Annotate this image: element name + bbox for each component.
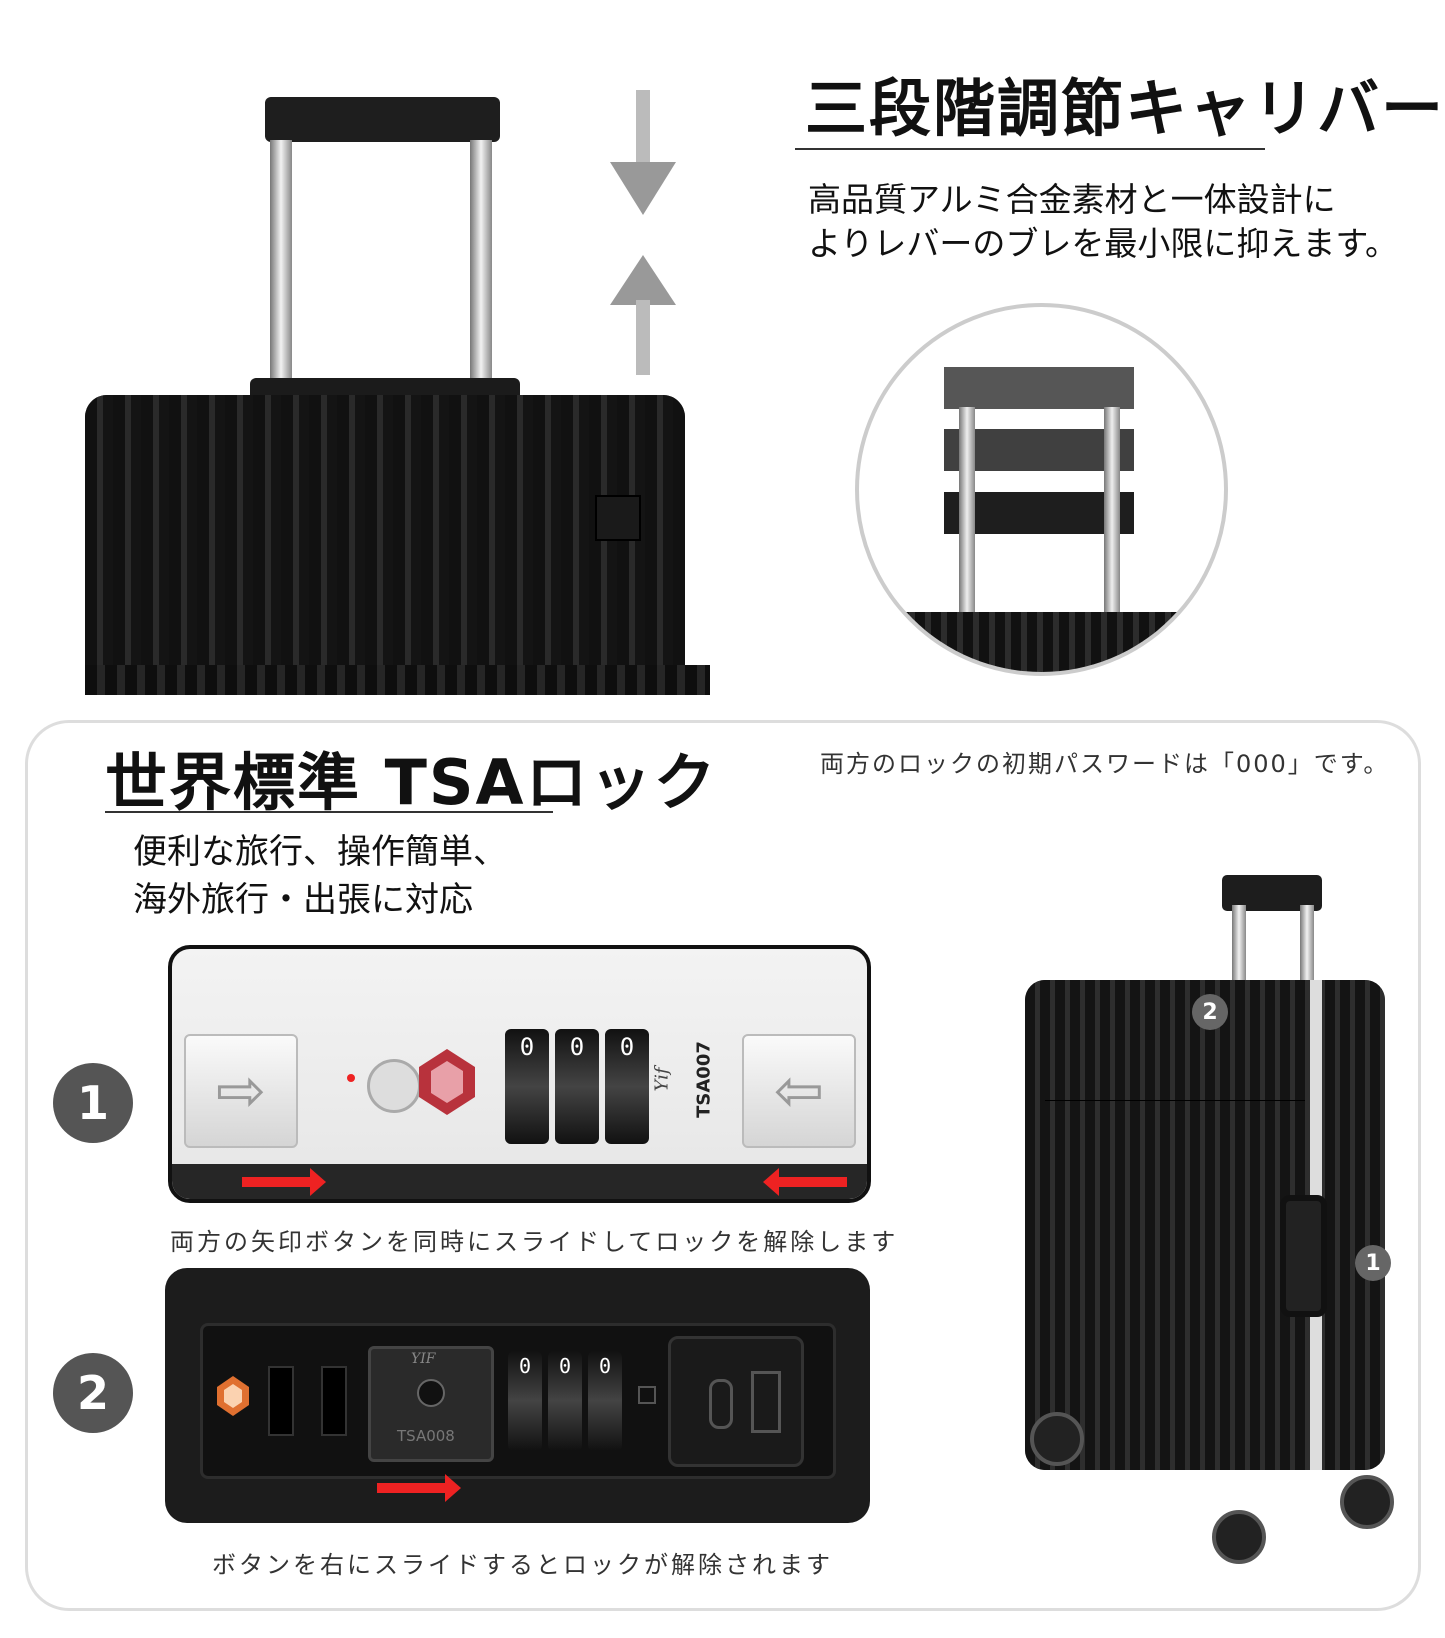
tsa-lock-1: ⇨ 0 0 0 Yif TSA007 ⇦ [168, 945, 871, 1203]
suitcase-full [1025, 980, 1385, 1470]
slide-right-icon[interactable]: ⇨ [184, 1034, 298, 1148]
dial-1[interactable]: 0 [505, 1029, 549, 1144]
wheel [1340, 1475, 1394, 1529]
dial-3[interactable]: 0 [605, 1029, 649, 1144]
callout-1-badge: 1 [1355, 1245, 1391, 1281]
lock1-brand: Yif [651, 1067, 673, 1092]
dial-2[interactable]: 0 [548, 1351, 582, 1451]
usb-a-port[interactable] [751, 1371, 781, 1433]
tsa-description: 便利な旅行、操作簡単、 海外旅行・出張に対応 [133, 832, 507, 920]
side-handle [1280, 1195, 1327, 1317]
tsa-diamond-icon [217, 1376, 249, 1416]
step-2-badge: 2 [53, 1353, 133, 1433]
keyhole-icon [367, 1059, 421, 1113]
red-arrow-right [242, 1168, 326, 1196]
tsa-title-divider [105, 811, 553, 813]
step-1-badge: 1 [53, 1063, 133, 1143]
wheel [1030, 1412, 1084, 1466]
handle-title: 三段階調節キャリバー [805, 72, 1445, 145]
usb-port-cover[interactable] [668, 1336, 804, 1467]
handle-pole-right [470, 140, 492, 385]
password-note: 両方のロックの初期パスワードは「000」です。 [820, 750, 1390, 778]
keyhole-plate: YIF TSA008 [368, 1346, 494, 1462]
handle-level-2 [944, 429, 1134, 471]
case-logo-patch [595, 495, 641, 541]
tsa-diamond-icon [419, 1049, 475, 1115]
callout-2-badge: 2 [1192, 994, 1228, 1030]
indicator-square [638, 1386, 656, 1404]
dial-3[interactable]: 0 [588, 1351, 622, 1451]
slot-2 [321, 1366, 347, 1436]
slide-left-icon[interactable]: ⇦ [742, 1034, 856, 1148]
dial-2[interactable]: 0 [555, 1029, 599, 1144]
lock2-brand: YIF [411, 1351, 436, 1367]
slot-1 [268, 1366, 294, 1436]
usb-c-port[interactable] [709, 1379, 733, 1429]
lock-indicator-dot [347, 1074, 355, 1082]
lock2-model: TSA008 [397, 1427, 455, 1445]
red-arrow-left [763, 1168, 847, 1196]
handle-detail-circle [855, 303, 1228, 676]
handle-pole-left [270, 140, 292, 385]
handle-level-1 [944, 492, 1134, 534]
lock1-model: TSA007 [693, 1041, 715, 1118]
suitcase-body [85, 665, 710, 695]
wheel [1212, 1510, 1266, 1564]
case-top-detail [899, 612, 1199, 672]
handle-level-3 [944, 367, 1134, 409]
dial-1[interactable]: 0 [508, 1351, 542, 1451]
keyhole-icon [417, 1379, 445, 1407]
step-1-caption: 両方の矢印ボタンを同時にスライドしてロックを解除します [170, 1228, 899, 1256]
case-lid [250, 378, 520, 400]
step-2-caption: ボタンを右にスライドするとロックが解除されます [212, 1551, 833, 1579]
red-arrow-right [377, 1474, 461, 1502]
arrow-up-icon [610, 255, 676, 375]
arrow-down-icon [610, 90, 676, 215]
title-divider [795, 148, 1265, 150]
handle-grip [265, 97, 500, 142]
suitcase-front-pocket [85, 395, 685, 695]
tsa-lock-2: YIF TSA008 0 0 0 [165, 1268, 870, 1523]
handle-description: 高品質アルミ合金素材と一体設計に よりレバーのブレを最小限に抑えます。 [808, 180, 1399, 263]
tsa-title: 世界標準 TSAロック [105, 746, 718, 819]
